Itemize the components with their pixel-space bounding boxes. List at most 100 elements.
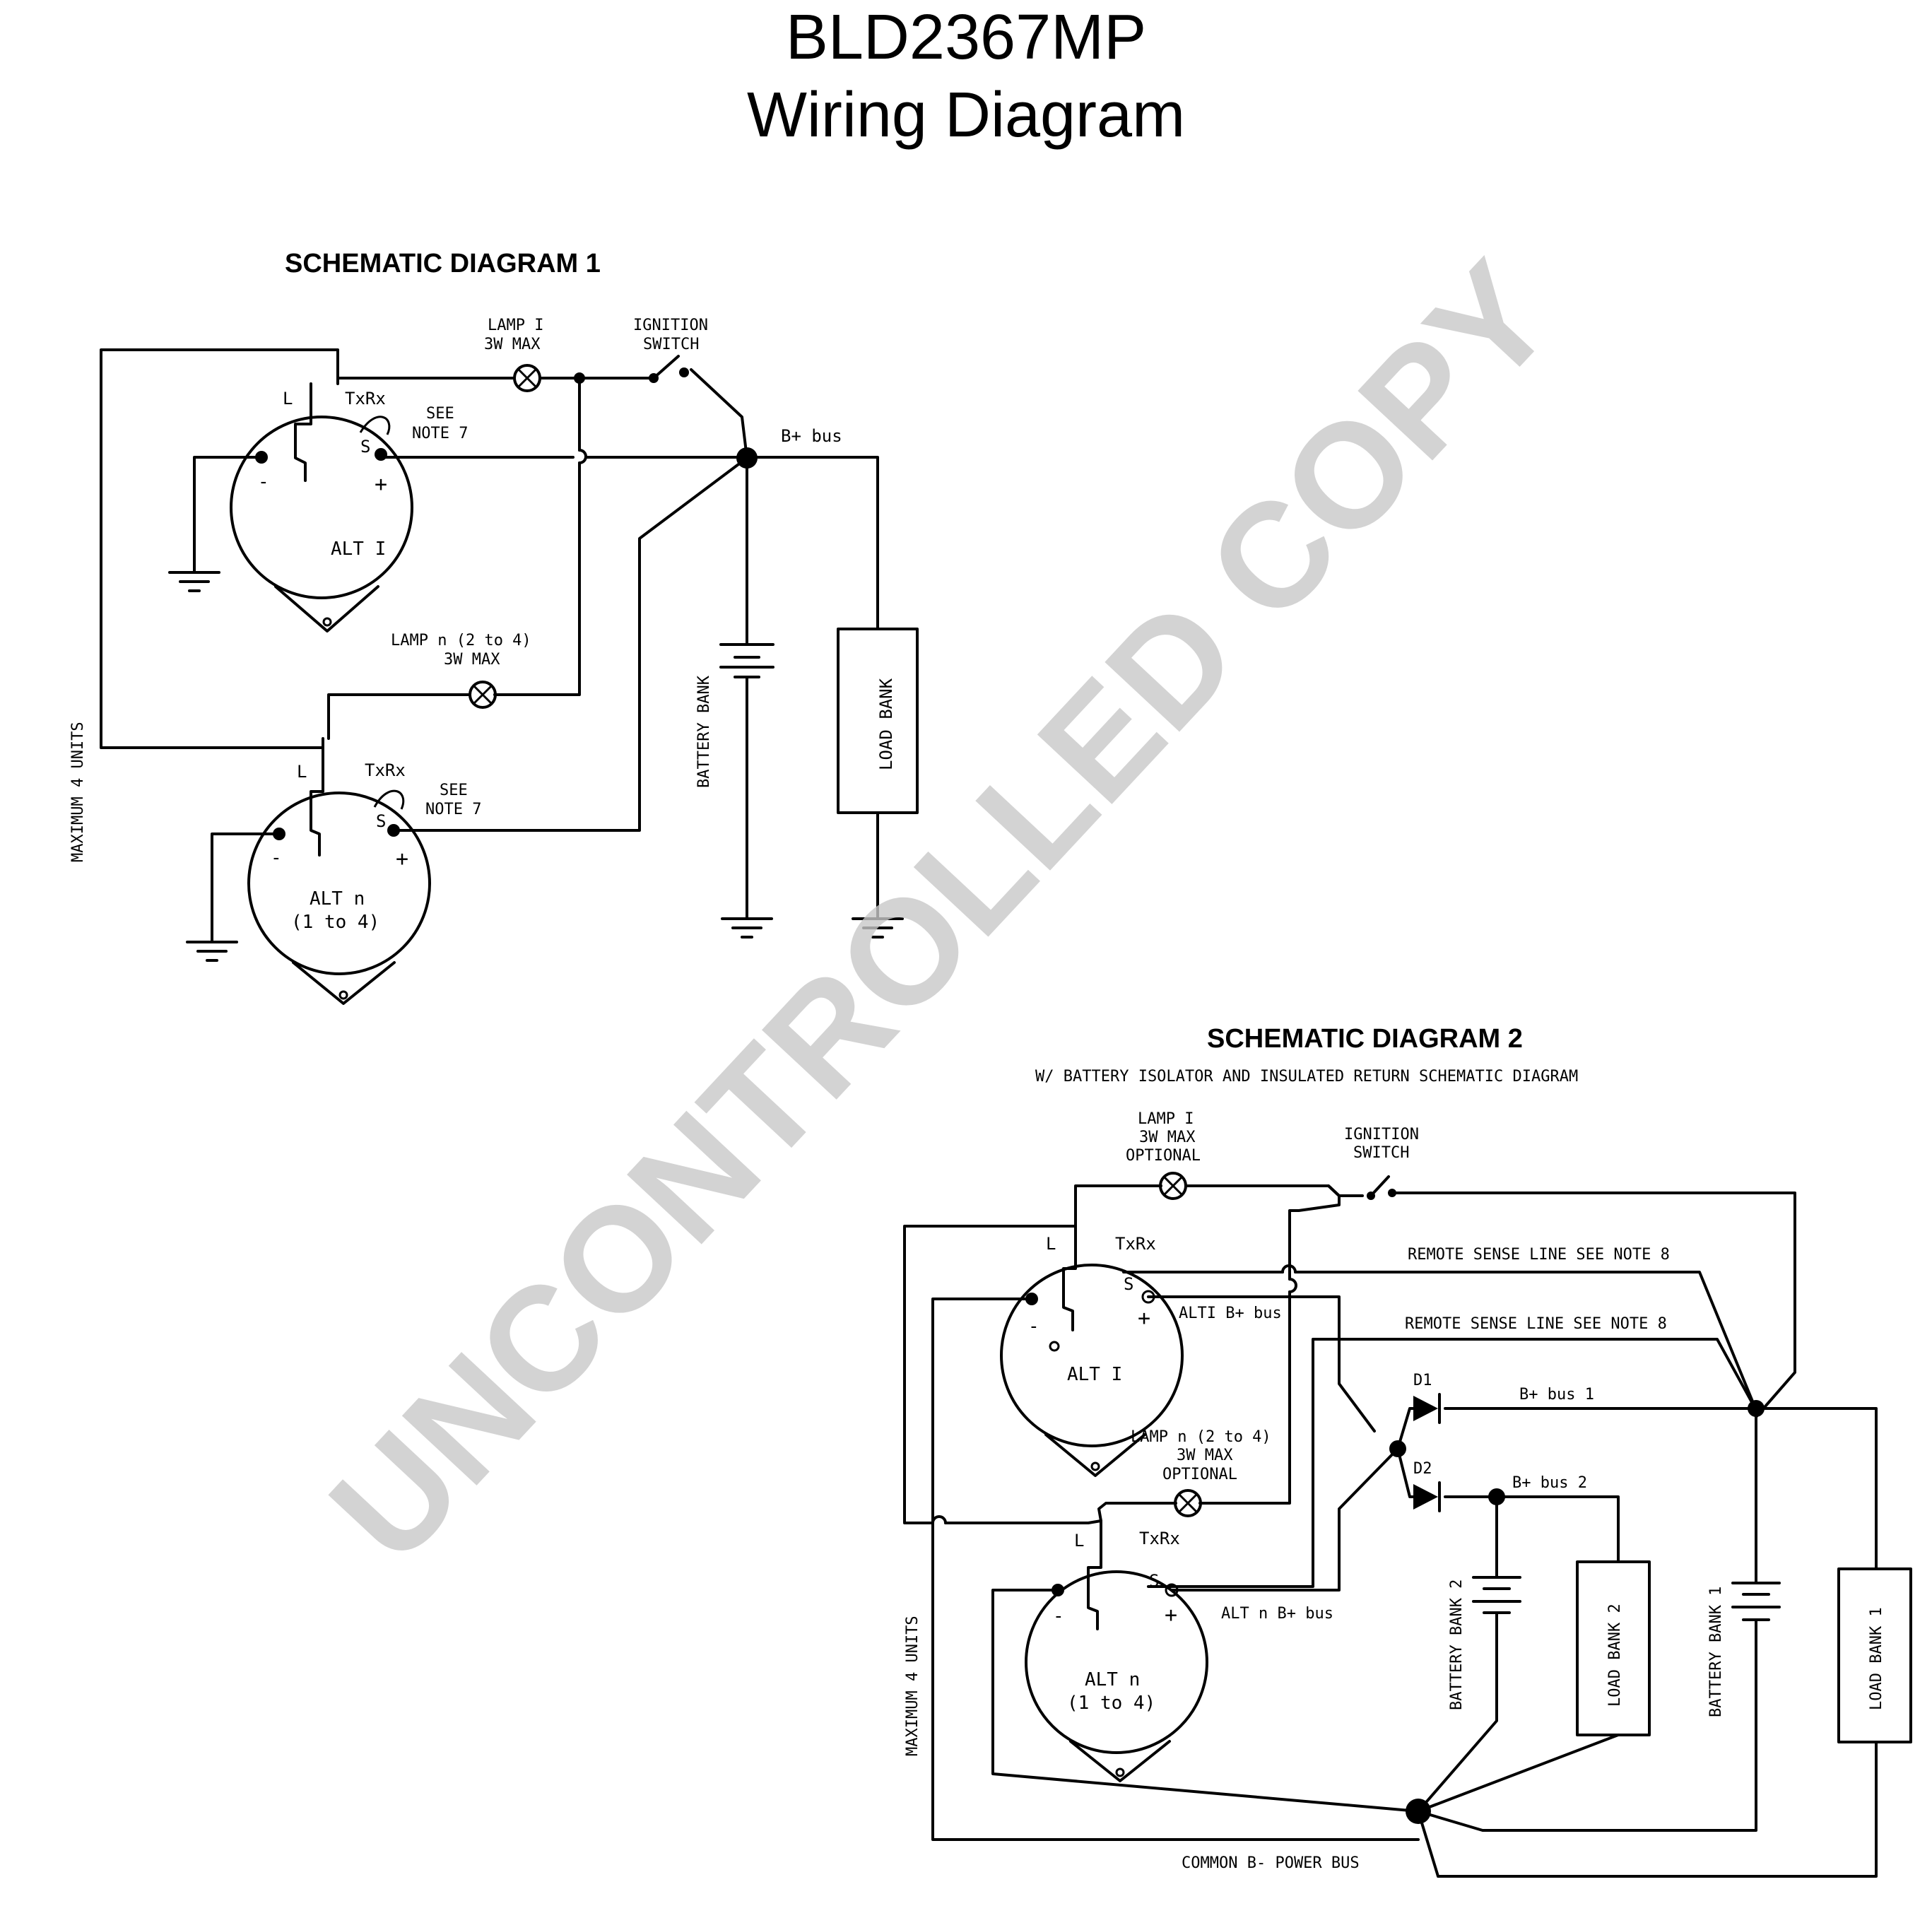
diagram2-common-bus-label: COMMON B- POWER BUS <box>1182 1854 1360 1872</box>
diagram2-lamp1-line2: 3W MAX <box>1139 1129 1196 1146</box>
altn-term-plus: + <box>396 847 408 871</box>
diagram2-lampn-icon <box>1174 1489 1202 1517</box>
diagram2-bus2-junction <box>1488 1488 1505 1505</box>
diagram2-altn-term-l: L <box>1074 1531 1084 1551</box>
diagram2-ignition-line2: SWITCH <box>1353 1144 1409 1162</box>
diagram2-d1-label: D1 <box>1413 1372 1432 1389</box>
diagram2-alt1-label: ALT I <box>1067 1364 1122 1385</box>
diagram2-wiring <box>903 1184 1878 1878</box>
diode-d1-icon <box>1413 1393 1441 1424</box>
diagram2-alt1-term-l: L <box>1046 1234 1056 1254</box>
alt1-term-plus: + <box>375 472 387 497</box>
diode-d2-icon <box>1413 1481 1441 1512</box>
diagram2-alt1-bus-label: ALTI B+ bus <box>1179 1305 1282 1322</box>
altn-term-s: S <box>376 811 386 831</box>
diagram2-altn-label-line1: ALT n <box>1085 1669 1140 1690</box>
alt1-term-minus: - <box>258 471 269 493</box>
diagram1-battery-icon <box>719 643 774 678</box>
diagram2-altn-term-txrx: TxRx <box>1139 1529 1180 1548</box>
diagram1-ignition-line1: IGNITION <box>633 317 708 334</box>
diagram2-lamp1-line1: LAMP I <box>1138 1110 1194 1128</box>
altn-label-line2: (1 to 4) <box>291 912 379 933</box>
diagram1-bplus-label: B+ bus <box>781 426 842 446</box>
diagram2-load-bank-2 <box>1576 1560 1651 1736</box>
diagram2-alt1-alternator: L TxRx S - + ALT I <box>1000 1220 1184 1477</box>
ground-icon <box>721 917 773 939</box>
diagram2-bus2-label: B+ bus 2 <box>1512 1474 1587 1492</box>
diagram2-ignition-line1: IGNITION <box>1344 1126 1419 1143</box>
alt1-term-s: S <box>360 437 370 457</box>
ground-icon <box>168 571 220 592</box>
diagram2-d2-label: D2 <box>1413 1460 1432 1478</box>
diagram2-heading: SCHEMATIC DIAGRAM 2 <box>1207 1024 1523 1054</box>
diagram1-load-bank <box>837 628 919 814</box>
diagram2-altn-label-line2: (1 to 4) <box>1067 1693 1155 1714</box>
uncontrolled-copy-watermark: UNCONTROLLED COPY <box>299 231 1584 1592</box>
ground-icon <box>186 941 238 962</box>
diagram2-battery2-icon <box>1472 1576 1521 1614</box>
diagram2-altn-term-plus: + <box>1165 1603 1177 1628</box>
diagram1-lamp1-icon <box>513 364 541 392</box>
alt1-label: ALT I <box>331 539 386 560</box>
alt1-term-txrx: TxRx <box>345 389 386 408</box>
diagram2-altn-bus-label: ALT n B+ bus <box>1221 1605 1333 1623</box>
diagram1-heading: SCHEMATIC DIAGRAM 1 <box>285 249 601 278</box>
diagram1-lamp1-line2: 3W MAX <box>484 336 541 353</box>
diagram2-lampn-line2: 3W MAX <box>1177 1447 1233 1464</box>
diagram1-lamp-junction <box>574 372 585 384</box>
altn-term-minus: - <box>271 847 282 869</box>
diagram2-alt1-term-s: S <box>1124 1274 1133 1294</box>
diagram1-ignition-line2: SWITCH <box>643 336 699 353</box>
diagram1-max-units: MAXIMUM 4 UNITS <box>69 722 87 862</box>
diagram2-subheading: W/ BATTERY ISOLATOR AND INSULATED RETURN… <box>1035 1068 1578 1086</box>
altn-label-line1: ALT n <box>310 888 365 910</box>
diagram1-ignition-switch-icon <box>649 355 689 383</box>
schematic-diagram-1: SCHEMATIC DIAGRAM 1 ALT I L TxRx S - + S… <box>69 249 919 1005</box>
diagram2-bus1-label: B+ bus 1 <box>1519 1386 1594 1404</box>
diagram2-load1-label: LOAD BANK 1 <box>1868 1607 1885 1710</box>
diagram2-battery2-label: BATTERY BANK 2 <box>1448 1579 1466 1710</box>
diagram2-lampn-line3: OPTIONAL <box>1162 1466 1237 1483</box>
diagram2-isolator-junction <box>1389 1440 1406 1457</box>
diagram1-wiring <box>100 348 879 943</box>
diagram2-lamp1-line3: OPTIONAL <box>1126 1147 1201 1165</box>
model-title: BLD2367MP <box>785 2 1147 73</box>
diagram2-alt1-term-plus: + <box>1138 1306 1150 1331</box>
altn-term-txrx: TxRx <box>365 760 406 780</box>
diagram2-load2-label: LOAD BANK 2 <box>1606 1604 1624 1707</box>
altn-term-l: L <box>297 762 307 782</box>
diagram2-lampn-line1: LAMP n (2 to 4) <box>1131 1428 1271 1446</box>
diagram2-battery1-label: BATTERY BANK 1 <box>1707 1587 1725 1717</box>
diagram2-max-units: MAXIMUM 4 UNITS <box>904 1616 921 1756</box>
diagram1-lampn-line2: 3W MAX <box>444 651 500 669</box>
page-subtitle: Wiring Diagram <box>746 80 1186 151</box>
alt1-alternator: ALT I L TxRx S - + SEE NOTE 7 <box>230 382 468 633</box>
diagram2-remote1-label: REMOTE SENSE LINE SEE NOTE 8 <box>1408 1246 1670 1264</box>
diagram2-alt1-term-txrx: TxRx <box>1115 1234 1156 1254</box>
diagram1-lampn-icon <box>469 681 497 709</box>
diagram2-lamp1-icon <box>1159 1172 1187 1200</box>
diagram1-bplus-junction <box>736 447 758 469</box>
diagram1-note2-line1: SEE <box>440 782 468 799</box>
diagram2-ignition-switch-icon <box>1367 1175 1396 1200</box>
diagram2-altn-term-minus: - <box>1053 1606 1064 1627</box>
altn-alternator: L TxRx S - + SEE NOTE 7 ALT n (1 to 4) <box>247 737 481 1005</box>
diagram2-remote2-label: REMOTE SENSE LINE SEE NOTE 8 <box>1405 1315 1667 1333</box>
ground-icon <box>852 917 904 939</box>
diagram2-load-bank-1 <box>1837 1567 1912 1743</box>
diagram1-lamp1-line1: LAMP I <box>488 317 543 334</box>
diagram1-note-line2: NOTE 7 <box>412 425 468 442</box>
diagram2-alt1-term-minus: - <box>1028 1316 1039 1337</box>
diagram1-battery-label: BATTERY BANK <box>695 675 713 788</box>
diagram2-common-bus-junction <box>1406 1799 1431 1824</box>
alt1-term-l: L <box>283 389 293 408</box>
diagram2-altn-alternator: L TxRx S - + ALT n (1 to 4) <box>1025 1519 1208 1782</box>
diagram1-note2-line2: NOTE 7 <box>425 801 481 818</box>
diagram1-note-line1: SEE <box>426 405 454 423</box>
schematic-diagram-2: SCHEMATIC DIAGRAM 2 W/ BATTERY ISOLATOR … <box>903 1024 1912 1878</box>
diagram2-battery1-icon <box>1731 1582 1781 1621</box>
diagram1-load-label: LOAD BANK <box>876 678 896 770</box>
diagram1-lampn-line1: LAMP n (2 to 4) <box>391 632 531 649</box>
